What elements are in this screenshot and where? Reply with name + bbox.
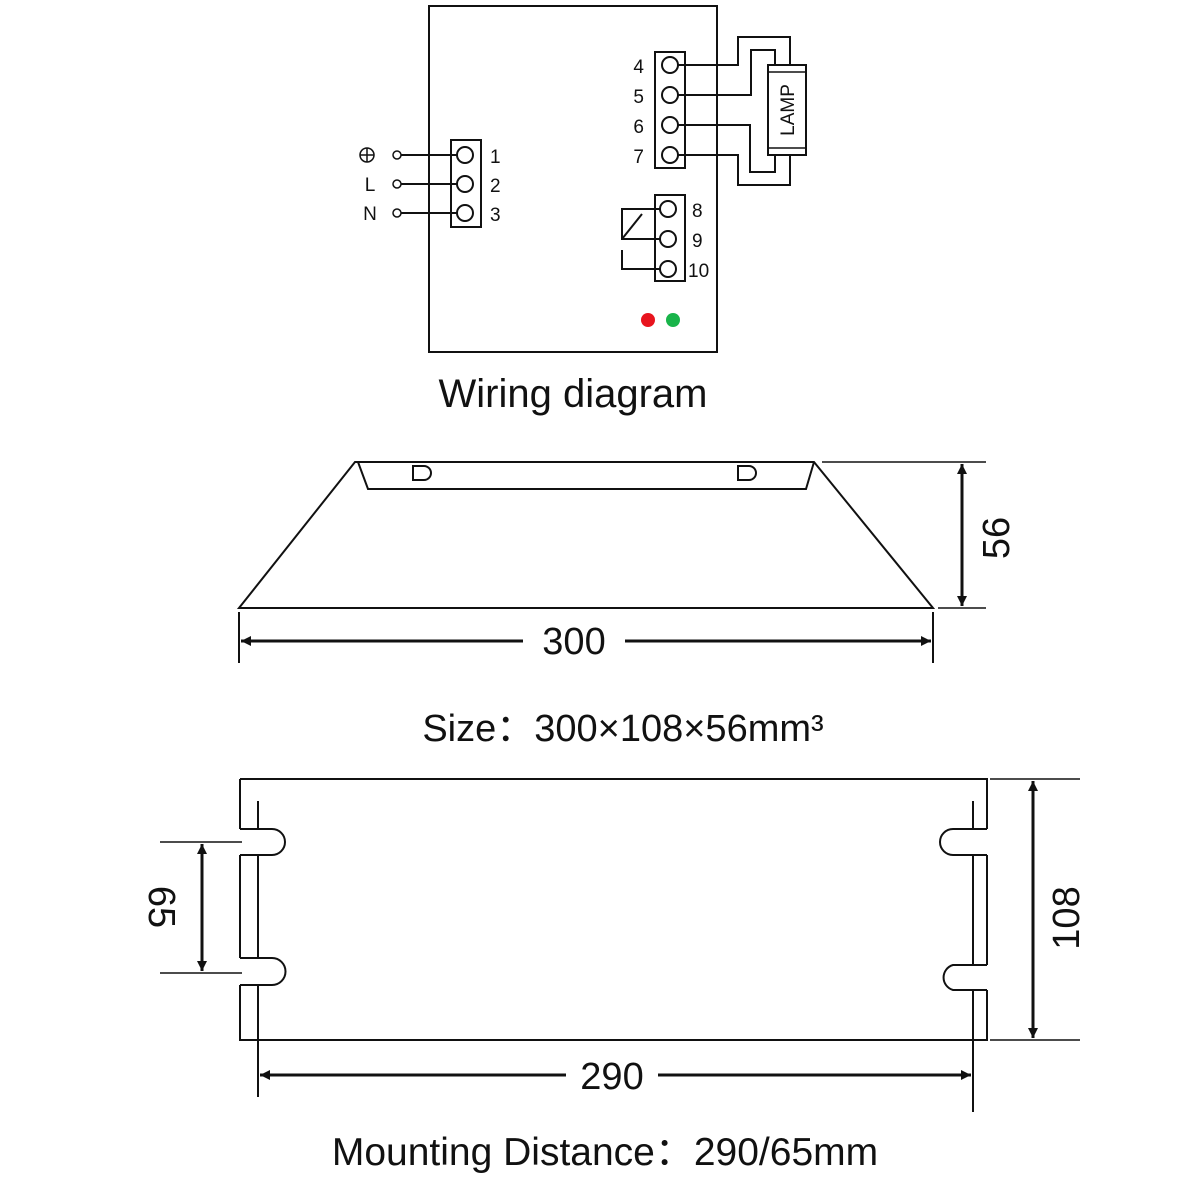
wiring-diagram: L N 1 2 3 4 5 6 7 LAMP [359,5,807,416]
terminal-screw-3 [456,204,474,222]
height-dimension-label: 56 [976,517,1018,559]
red-indicator [641,313,655,327]
depth-dimension-label: 108 [1046,886,1088,949]
terminal-screw-4 [661,56,679,74]
terminal-screw-5 [661,86,679,104]
size-caption: Size：300×108×56mm³ [422,708,823,750]
terminal-number-4: 4 [633,57,644,78]
input-lead-l-end [392,179,402,189]
input-terminal-block: L N 1 2 3 [359,139,501,228]
terminal-screw-8 [659,200,677,218]
spacing-dimension-label: 65 [140,886,182,928]
switch-icon [621,208,660,270]
green-indicator [666,313,680,327]
mounting-slot-top-right [939,828,987,856]
lamp-label: LAMP [778,84,799,136]
terminal-number-7: 7 [633,147,644,168]
mounting-slot-bottom-left [240,957,287,986]
width-dimension-label: 300 [542,621,605,663]
mount-length-dimension-label: 290 [580,1056,643,1098]
input-label-l: L [365,175,376,196]
mounting-slot-top-left [240,828,286,856]
terminal-screw-6 [661,116,679,134]
lamp-wire-4 [678,36,791,66]
terminal-screw-7 [661,146,679,164]
mounting-slot-bottom-right [942,964,987,991]
terminal-number-6: 6 [633,117,644,138]
terminal-number-8: 8 [692,201,703,222]
terminal-number-1: 1 [490,147,501,168]
side-view-cover-rail [357,461,815,490]
side-view-outline [236,461,936,609]
lamp-wire-7 [678,154,791,186]
terminal-screw-9 [659,230,677,248]
terminal-number-2: 2 [490,176,501,197]
side-view-tab-right [737,465,757,481]
lamp-wiring: LAMP [678,36,807,186]
terminal-number-10: 10 [688,261,709,282]
side-view: 56 300 Size：300×108×56mm³ [236,461,1018,750]
driver-housing-outline [428,5,718,353]
switch-terminal-block: 8 9 10 [621,194,709,282]
terminal-number-5: 5 [633,87,644,108]
terminal-screw-10 [659,260,677,278]
lamp-wire-5 [678,49,776,96]
lamp-tube [767,64,807,156]
lamp-wire-6 [678,124,776,173]
top-view-flange-outline [257,801,974,1040]
side-view-tab-left [412,465,432,481]
input-label-n: N [363,204,377,225]
input-lead-ground-end [392,150,402,160]
mounting-distance-caption: Mounting Distance：290/65mm [332,1131,878,1174]
top-view-body-outline [239,778,988,1041]
terminal-screw-2 [456,175,474,193]
terminal-number-9: 9 [692,231,703,252]
ground-icon [359,147,375,163]
input-lead-n-end [392,208,402,218]
terminal-number-3: 3 [490,205,501,226]
lamp-terminal-block-frame [654,51,686,169]
wiring-caption: Wiring diagram [439,372,708,416]
terminal-screw-1 [456,146,474,164]
top-view: 65 108 290 Mounting Distance：290/65mm [140,778,1088,1174]
lamp-terminal-block: 4 5 6 7 [633,51,686,169]
